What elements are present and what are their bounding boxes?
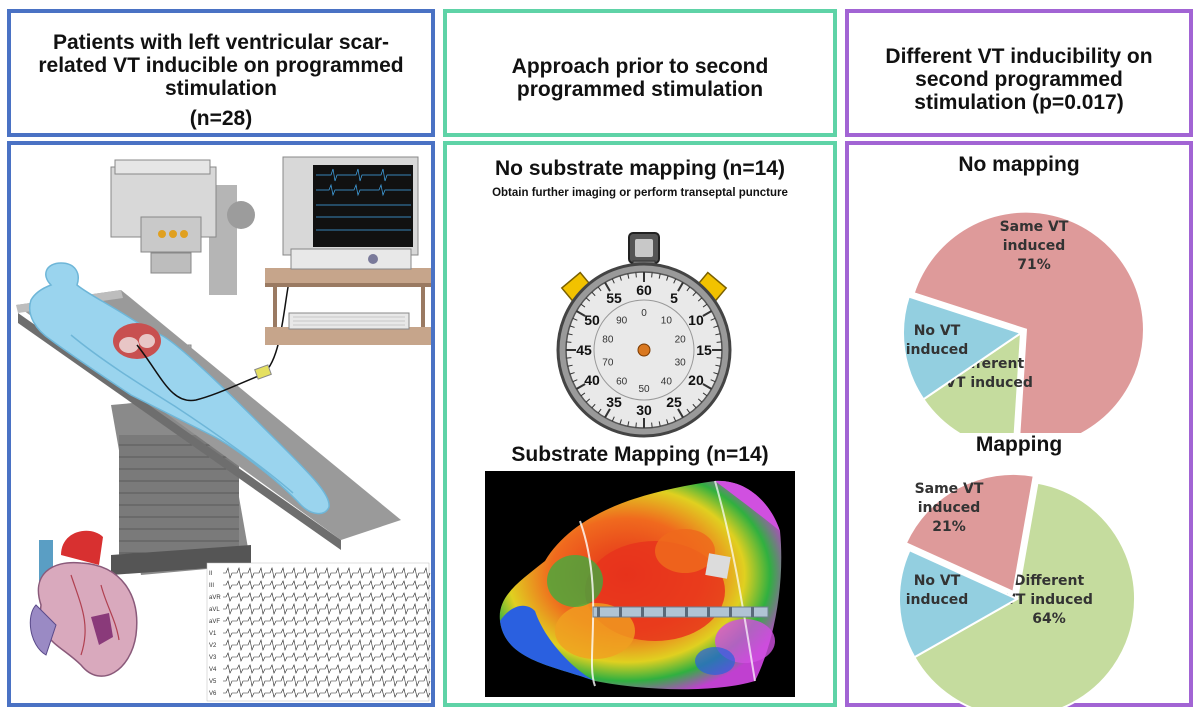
pie-slice-label: Same VT [915,481,984,497]
stopwatch-outer-label: 55 [606,290,622,306]
ecg-trace [223,664,431,674]
stopwatch-outer-label: 10 [688,312,704,328]
pie-slice-label: VT induced [945,375,1033,391]
pie-slice [902,295,1024,401]
stopwatch-inner-label: 10 [661,315,673,326]
ecg-lead-label: V5 [209,679,217,685]
ecg-lead-label: V2 [209,643,217,649]
stopwatch-inner-label: 50 [638,384,650,395]
no-mapping-note: Obtain further imaging or perform transe… [492,187,788,199]
pie-slice-label: induced [906,342,969,358]
pie-slice [904,472,1035,594]
stopwatch-inner-label: 30 [675,358,687,369]
pie-slice-value: 21% [932,519,966,535]
ecg-lead-label: V6 [209,691,217,697]
ecg-trace [223,592,431,602]
pie-slice [912,210,1145,433]
stopwatch-outer-label: 30 [636,402,652,418]
pie-slice-value: 71% [1017,257,1051,273]
ecg-trace [223,616,431,626]
stopwatch-outer-label: 40 [584,372,600,388]
pie-slice [922,331,1023,433]
stopwatch-outer-label: 5 [670,290,678,306]
ecg-trace [223,688,431,698]
pie-slice-label: Different [1014,573,1085,589]
ecg-trace [223,652,431,662]
stopwatch-inner-label: 0 [641,308,647,319]
left-header-line3: stimulation [164,77,277,100]
pie-slice-label: induced [906,592,969,608]
ecg-trace [223,674,431,688]
left-header-box: Patients with left ventricular scar- rel… [7,9,435,137]
ecg-lead-label: V4 [209,667,217,673]
ecg-trace [223,580,431,590]
ecg-trace [223,628,431,638]
ecg-lead-label: II [209,571,213,577]
pie-slice-label: induced [1003,238,1066,254]
ecg-trace [223,566,431,580]
pie-slice-label: No VT [914,573,961,589]
ecg-trace [223,602,431,616]
stopwatch-inner-label: 80 [602,334,614,345]
left-header-n: (n=28) [189,107,253,130]
right-header-box: Different VT inducibility on second prog… [845,9,1193,137]
stopwatch-outer-label: 15 [696,342,712,358]
ecg-lead-label: III [209,583,214,589]
stopwatch-outer-label: 20 [688,372,704,388]
middle-header-box: Approach prior to second programmed stim… [443,9,837,137]
mapping-title: Substrate Mapping (n=14) [511,443,769,466]
substrate-map-image [485,471,795,697]
pie2-title: Mapping [975,433,1063,456]
ecg-lead-label: aVR [209,595,221,601]
right-header-line2: second programmed [915,68,1123,91]
stopwatch-outer-label: 25 [666,394,682,410]
pie-slice [898,548,1020,659]
pie-chart-mapping: Different VT induced 64% No VT induced Same V… [898,472,1136,707]
pie-slice-label: induced [918,500,981,516]
heart-illustration [29,530,138,677]
middle-header-line2: programmed stimulation [516,78,764,101]
pie1-title: No mapping [958,153,1080,176]
pie-slice-label: VT induced [1005,592,1093,608]
pie-slice-label: Same VT [1000,219,1069,235]
stopwatch-inner-label: 20 [675,334,687,345]
right-header-line1: Different VT inducibility on [885,45,1153,68]
pie-slice-label: No VT [914,323,961,339]
stopwatch-outer-label: 60 [636,282,652,298]
left-header-line1: Patients with left ventricular scar- [52,31,390,54]
stopwatch-inner-label: 70 [602,358,614,369]
ecg-lead-label: aVF [209,619,220,625]
right-header-line3: stimulation (p=0.017) [914,91,1124,114]
stopwatch-inner-label: 40 [661,377,673,388]
middle-content-box: No substrate mapping (n=14) Obtain furth… [443,141,837,707]
stopwatch-inner-label: 60 [616,377,628,388]
ecg-lead-label: V3 [209,655,217,661]
middle-header-line1: Approach prior to second [511,55,769,78]
left-header-line2: related VT inducible on programmed [38,54,404,77]
stopwatch-outer-label: 35 [606,394,622,410]
pie-slice-value: 64% [1032,611,1066,627]
ecg-trace [223,638,431,652]
ecg-lead-label: aVL [209,607,220,613]
no-mapping-title: No substrate mapping (n=14) [495,157,785,180]
right-content-box: No mapping Same VT induced 71% Different VT … [845,141,1193,707]
stopwatch-outer-label: 50 [584,312,600,328]
ecg-lead-label: V1 [209,631,217,637]
pie-slice [913,481,1136,707]
stopwatch-inner-label: 90 [616,315,628,326]
stopwatch-outer-label: 45 [576,342,592,358]
